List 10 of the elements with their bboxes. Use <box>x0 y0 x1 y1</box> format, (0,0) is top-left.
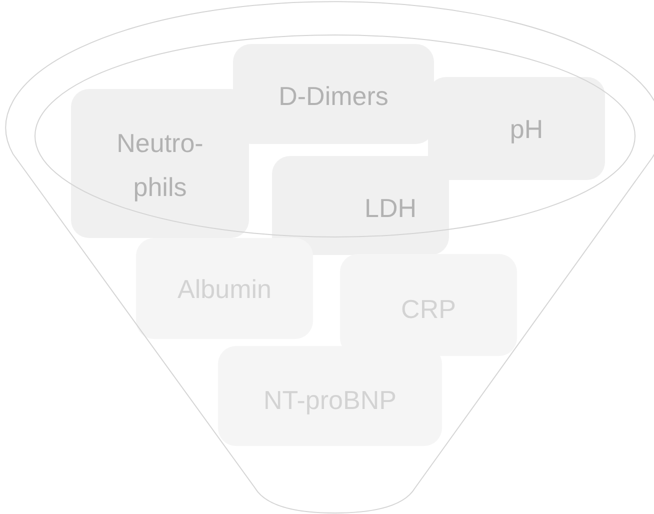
rounded-box <box>71 89 249 238</box>
box-label: D-Dimers <box>278 80 390 113</box>
rounded-box <box>136 238 313 339</box>
box-label: LDH <box>363 192 418 225</box>
rounded-box <box>218 346 442 446</box>
rounded-box <box>340 254 517 356</box>
rounded-box <box>428 77 605 180</box>
box-label: pH <box>508 113 544 146</box>
rounded-box <box>272 156 449 255</box>
box-label: Neutro- phils <box>116 127 204 204</box>
